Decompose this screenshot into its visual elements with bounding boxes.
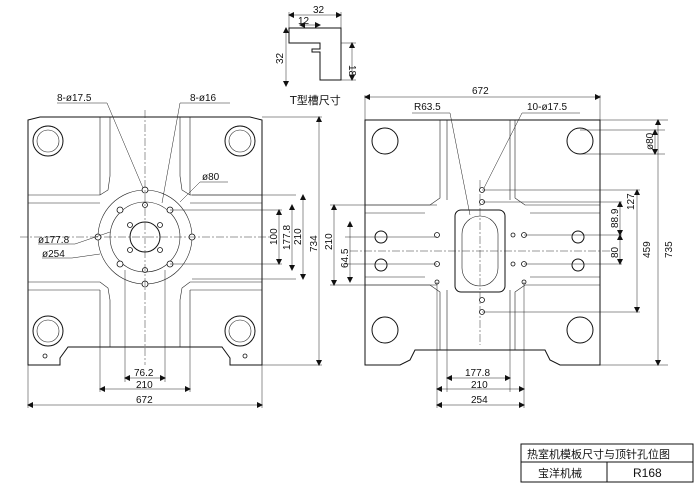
t-slot-dim-inner: 12: [298, 16, 310, 27]
t-slot-detail: 32 12 32 18 T型槽尺寸: [275, 5, 357, 107]
right-l210: 210: [324, 233, 335, 250]
left-b762: 76.2: [134, 368, 154, 379]
left-d177-label: ø177.8: [38, 235, 70, 246]
t-slot-dim-right: 18: [346, 65, 357, 77]
left-v177: 177.8: [282, 225, 293, 250]
title-block-model: R168: [633, 466, 662, 480]
left-hole-label-a: 8-ø17.5: [57, 93, 92, 104]
left-hole-label-b: 8-ø16: [190, 93, 217, 104]
right-b210: 210: [471, 380, 488, 391]
left-d80-label: ø80: [202, 172, 220, 183]
right-v735: 735: [664, 241, 675, 258]
right-l64: 64.5: [340, 248, 351, 268]
title-block-title: 热室机模板尺寸与顶针孔位图: [527, 447, 670, 461]
right-holes: 10-ø17.5: [527, 102, 567, 113]
right-d80: ø80: [645, 132, 656, 150]
left-v734: 734: [309, 235, 320, 252]
right-v127: 127: [626, 193, 637, 210]
right-top672: 672: [472, 86, 489, 97]
left-v210: 210: [293, 228, 304, 245]
right-b254: 254: [471, 395, 488, 406]
right-v88: 88.9: [610, 208, 621, 228]
right-v459: 459: [642, 241, 653, 258]
left-b210: 210: [136, 380, 153, 391]
t-slot-dim-left: 32: [275, 52, 286, 64]
t-slot-label: T型槽尺寸: [289, 93, 341, 107]
left-b672: 672: [136, 395, 153, 406]
title-block-company: 宝洋机械: [538, 466, 582, 480]
right-r63: R63.5: [414, 102, 441, 113]
title-block: 热室机模板尺寸与顶针孔位图 宝洋机械 R168: [520, 443, 694, 483]
left-mold-plate: 8-ø17.5 8-ø16 ø80 ø177.8 ø254 100 177.8 …: [20, 93, 322, 408]
t-slot-dim-top: 32: [313, 5, 325, 16]
left-d254-label: ø254: [42, 249, 65, 260]
right-v80: 80: [610, 246, 621, 258]
right-mold-plate: 672 R63.5 10-ø17.5 ø80 88.9 127 459 735 …: [324, 86, 675, 408]
right-b177: 177.8: [465, 368, 490, 379]
left-v100: 100: [269, 228, 280, 245]
